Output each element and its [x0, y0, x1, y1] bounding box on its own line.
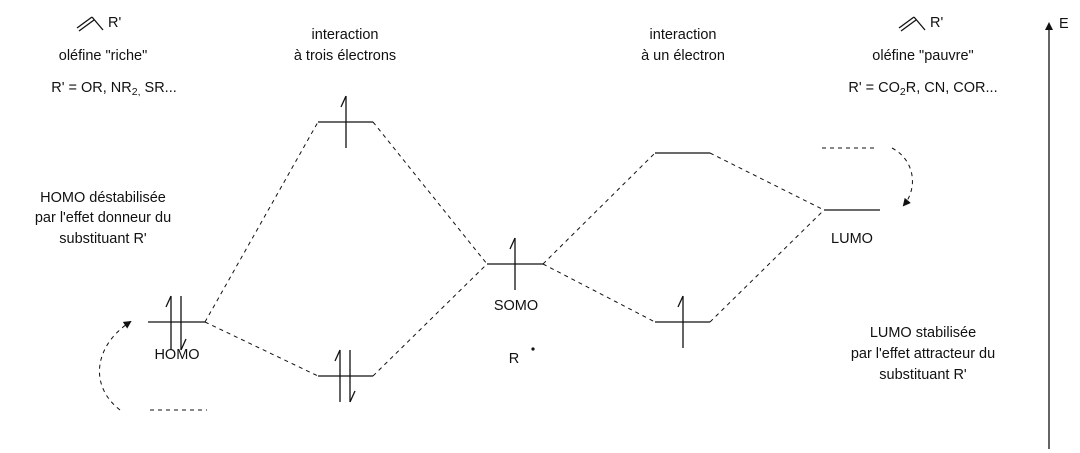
homo-note-line3: substituant R'	[59, 231, 147, 247]
radical-label: R	[508, 351, 520, 367]
left-olefin-structure	[76, 16, 104, 32]
left-olefin-substituent: R'	[108, 15, 122, 31]
homo-label: HOMO	[154, 347, 200, 363]
one-electron-title-line2: à un électron	[641, 48, 725, 64]
lumo-note-line2: par l'effet attracteur du	[850, 346, 996, 362]
homo-electrons	[165, 295, 187, 351]
three-electron-title-line2: à trois électrons	[293, 48, 397, 64]
right-olefin-formula: R' = CO2R, CN, COR...	[848, 80, 998, 98]
somo-electron	[509, 237, 516, 290]
left-olefin-formula: R' = OR, NR2, SR...	[51, 80, 177, 98]
homo-note-line1: HOMO déstabilisée	[40, 190, 166, 206]
energy-axis-label: E	[1059, 16, 1069, 32]
bonding-one-electron-electron	[677, 295, 684, 348]
homo-note-line2: par l'effet donneur du	[34, 210, 172, 226]
bonding-three-electron-electrons	[334, 349, 356, 403]
antibonding-three-electron-electron	[340, 95, 347, 148]
homo-shift-arrow	[99, 320, 132, 411]
lumo-note-line3: substituant R'	[879, 367, 967, 383]
right-olefin-name: oléfine "pauvre"	[872, 48, 974, 64]
lumo-label: LUMO	[831, 231, 873, 247]
three-electron-title-line1: interaction	[311, 27, 379, 43]
lumo-note-line1: LUMO stabilisée	[869, 325, 977, 341]
right-olefin-structure	[898, 16, 926, 32]
radical-dot	[531, 347, 535, 351]
right-olefin-substituent: R'	[930, 15, 944, 31]
correlation-lines	[99, 121, 913, 411]
somo-label: SOMO	[493, 298, 539, 314]
one-electron-title-line1: interaction	[649, 27, 717, 43]
left-olefin-name: oléfine "riche"	[58, 48, 148, 64]
lumo-shift-arrow	[891, 147, 913, 207]
